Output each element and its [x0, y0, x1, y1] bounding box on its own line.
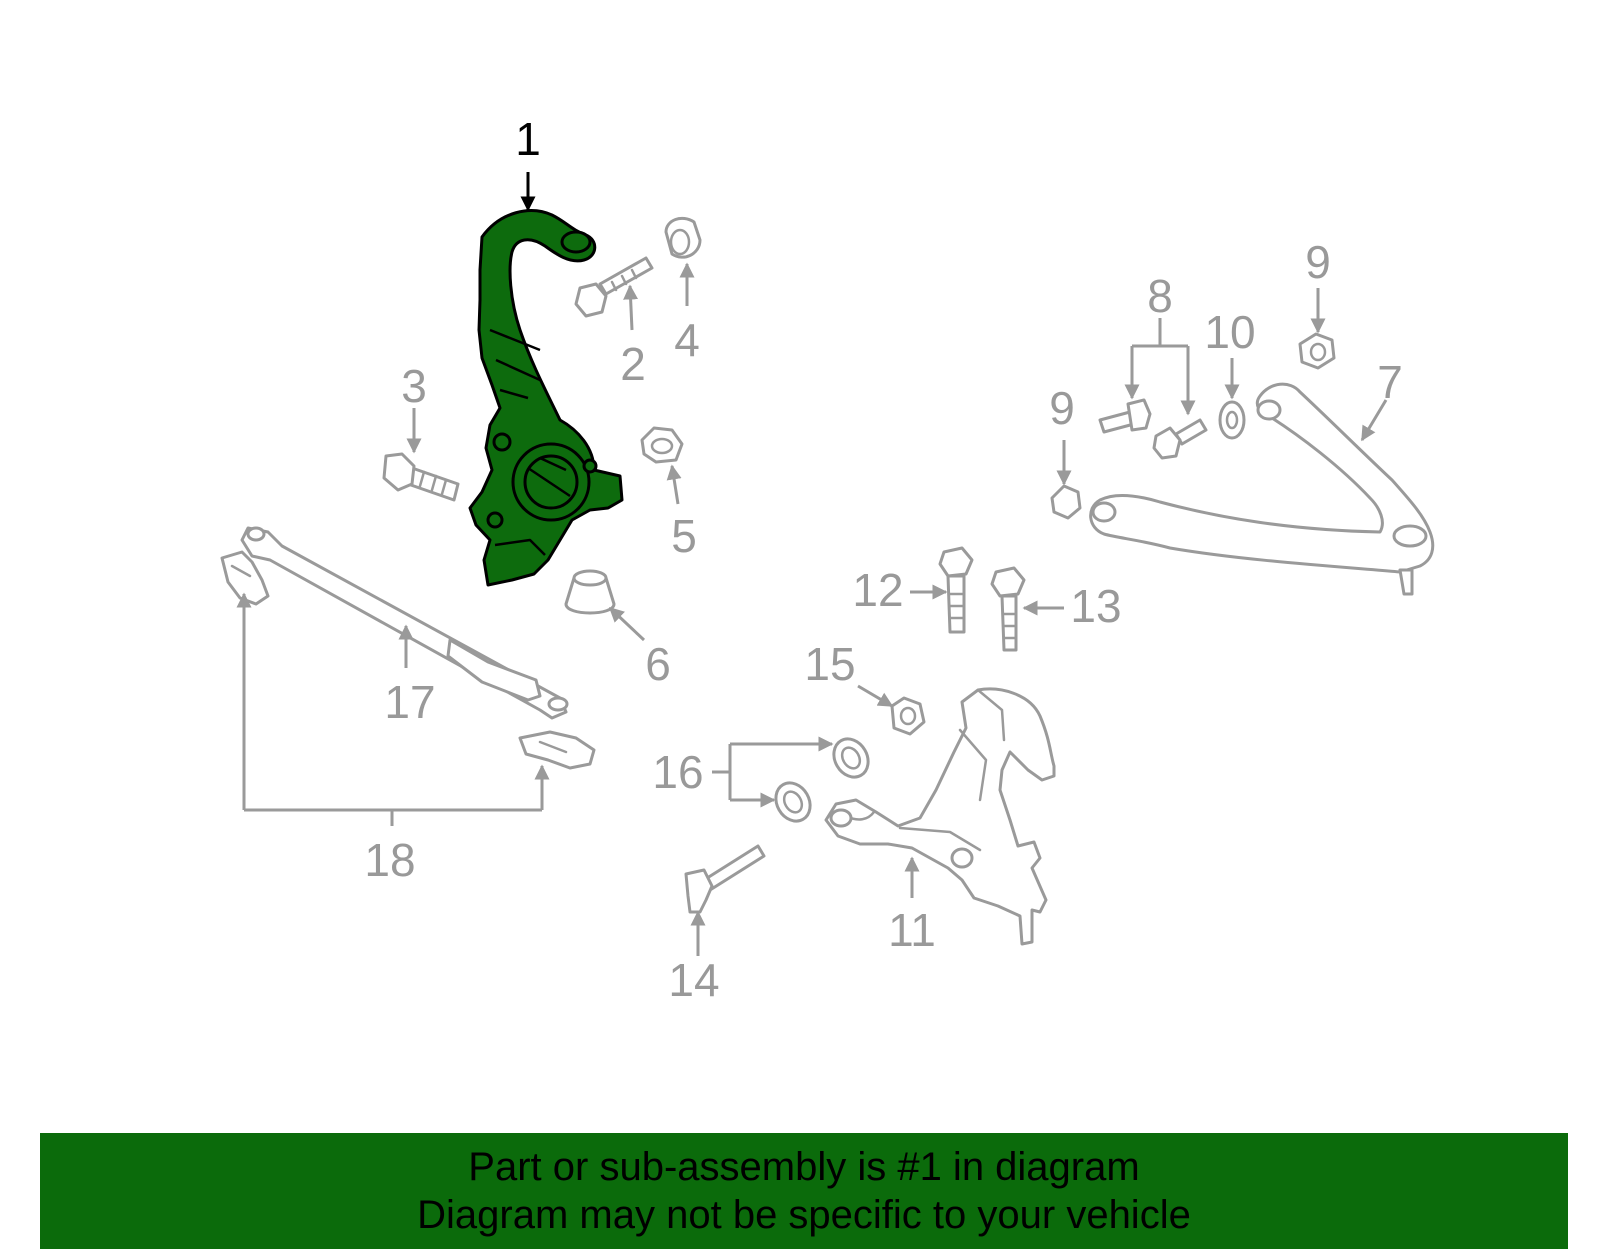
nut-part-15[interactable]	[890, 696, 926, 736]
callout-13[interactable]: 13	[1070, 580, 1121, 632]
callout-16[interactable]: 16	[652, 746, 703, 798]
callout-labels: 1 2 3 4 5 6 7 8 9 9 10 11 12 13 14 15 16…	[364, 113, 1402, 1006]
bolt-part-13[interactable]	[990, 566, 1026, 652]
callout-7[interactable]: 7	[1377, 356, 1403, 408]
bracket-part-18-right[interactable]	[518, 730, 596, 770]
leader-7	[1360, 399, 1388, 442]
washer-part-10[interactable]	[1218, 400, 1246, 440]
leader-2	[623, 284, 639, 331]
callout-14[interactable]: 14	[668, 954, 719, 1006]
bolt-part-3[interactable]	[382, 452, 460, 502]
callout-12[interactable]: 12	[852, 564, 903, 616]
cable-part-17[interactable]	[240, 526, 569, 720]
leader-6	[608, 606, 646, 642]
callout-9-upper[interactable]: 9	[1305, 236, 1331, 288]
callout-3[interactable]: 3	[401, 360, 427, 412]
parts-diagram: 1 2 3 4 5 6 7 8 9 9 10 11 12 13 14 15 16…	[220, 113, 1435, 1006]
bushing-part-6[interactable]	[564, 569, 616, 615]
callout-10[interactable]: 10	[1204, 306, 1255, 358]
bolt-part-2[interactable]	[574, 256, 654, 318]
leader-15	[857, 684, 894, 708]
bushing-part-16-lower[interactable]	[769, 777, 817, 828]
leader-5	[666, 464, 682, 505]
steering-knuckle-part-11[interactable]	[824, 687, 1056, 946]
leader-lines	[236, 172, 1388, 956]
callout-17[interactable]: 17	[384, 676, 435, 728]
callout-11[interactable]: 11	[888, 904, 936, 956]
steering-knuckle-part-1[interactable]	[468, 209, 624, 587]
bracket-part-18-left[interactable]	[220, 550, 270, 606]
bushing-part-4[interactable]	[664, 216, 702, 259]
bolt-part-12[interactable]	[938, 546, 974, 634]
callout-18[interactable]: 18	[364, 834, 415, 886]
nut-part-9-lower[interactable]	[1050, 484, 1082, 520]
bolts-part-8[interactable]	[1098, 398, 1208, 460]
sensor-part-14[interactable]	[684, 844, 766, 914]
nut-part-5[interactable]	[640, 426, 684, 464]
info-banner: Part or sub-assembly is #1 in diagram Di…	[40, 1133, 1568, 1249]
callout-4[interactable]: 4	[674, 314, 700, 366]
callout-1[interactable]: 1	[515, 113, 541, 165]
nut-part-9-upper[interactable]	[1298, 332, 1336, 370]
callout-8[interactable]: 8	[1147, 270, 1173, 322]
callout-2[interactable]: 2	[620, 338, 646, 390]
banner-line-1: Part or sub-assembly is #1 in diagram	[468, 1145, 1140, 1189]
upper-control-arm-part-7[interactable]	[1089, 382, 1435, 596]
banner-line-2: Diagram may not be specific to your vehi…	[417, 1193, 1191, 1237]
callout-15[interactable]: 15	[804, 638, 855, 690]
callout-5[interactable]: 5	[671, 510, 697, 562]
bushing-part-16-upper[interactable]	[827, 733, 875, 784]
callout-9-lower[interactable]: 9	[1049, 382, 1075, 434]
callout-6[interactable]: 6	[645, 638, 671, 690]
